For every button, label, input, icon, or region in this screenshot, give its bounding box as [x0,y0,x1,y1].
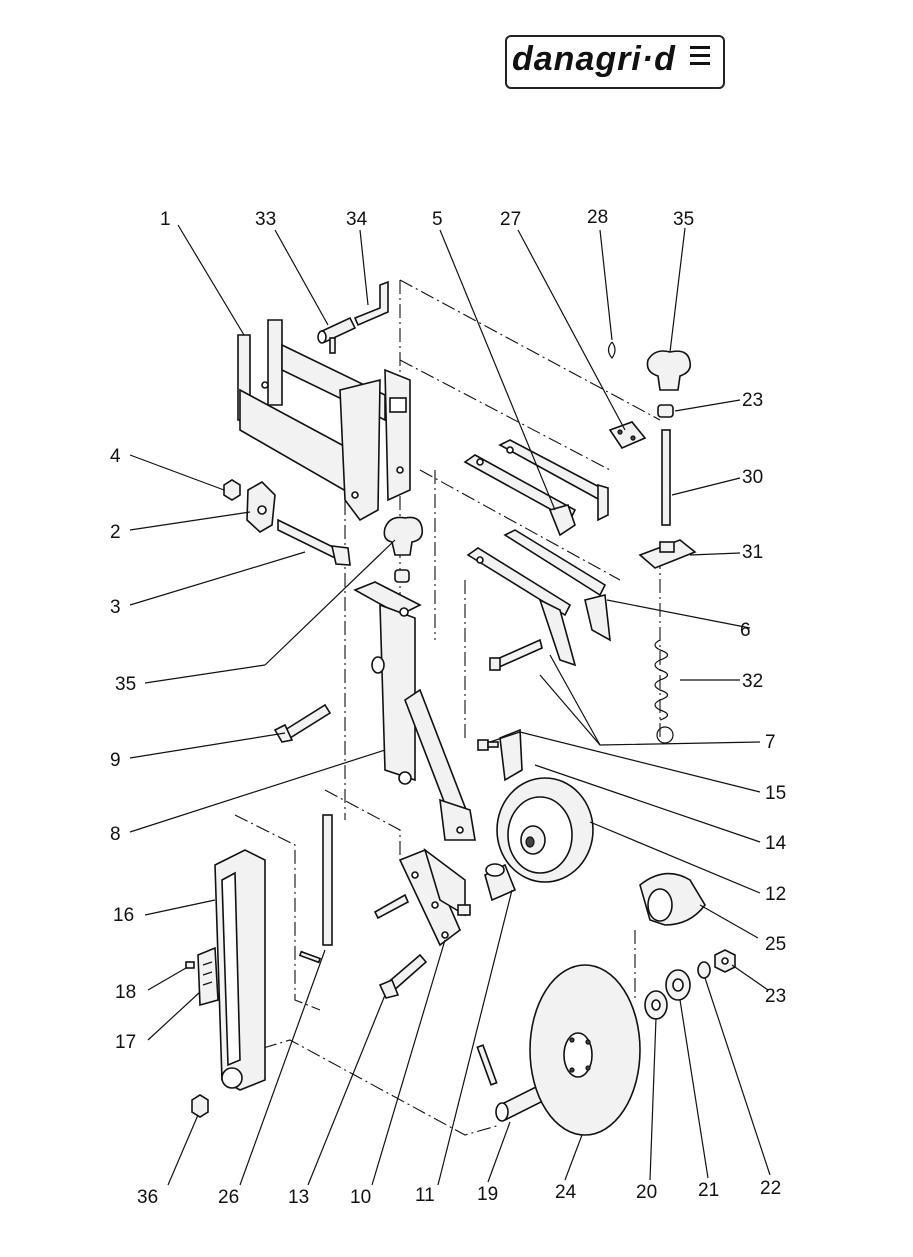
part-24-disc [529,964,641,1136]
part-7-bolt [489,638,543,671]
callout-36: 36 [137,1187,158,1208]
callout-16: 16 [113,905,134,926]
callout-31: 31 [742,542,763,563]
callout-18: 18 [115,982,136,1003]
part-26-threaded-rod [298,814,333,964]
callout-12: 12 [765,884,786,905]
callout-35b: 35 [115,674,136,695]
part-27-plate [608,421,647,450]
callout-leaders [129,224,771,1186]
part-11-bushing [484,863,517,902]
callout-17: 17 [115,1032,136,1053]
part-3-bolt [277,518,351,566]
callout-22: 22 [760,1178,781,1199]
callout-24: 24 [555,1182,577,1203]
callout-13: 13 [288,1187,309,1208]
callout-30: 30 [742,467,763,488]
brand-logo: danagri·d [512,40,676,78]
callout-labels: 1 33 34 5 27 28 35 23 4 30 2 31 3 6 35 3… [110,207,787,1208]
part-13-bolt [378,953,428,999]
callout-3: 3 [110,597,121,618]
assembly-lines [234,279,661,1136]
part-23-nut-top [657,404,674,418]
part-25-hub [639,872,706,926]
callout-32: 32 [742,671,763,692]
callout-7: 7 [765,732,776,753]
part-12-depth-wheel [496,777,594,883]
brand-logo-mark-icon [690,46,710,68]
part-32-spring [654,639,674,744]
callout-19: 19 [477,1184,498,1205]
part-34-l-pin [353,280,389,327]
part-35-knob-top [646,350,692,391]
part-2-clamp [246,481,276,533]
callout-2: 2 [110,522,121,543]
part-19-axle [476,1044,546,1122]
part-14-scraper [499,728,523,782]
part-21-bearing [665,969,691,1001]
part-36-screw [191,1094,209,1118]
part-9-bolt [273,703,332,743]
part-23-nut-bottom [714,949,736,973]
callout-5: 5 [432,209,443,230]
callout-34: 34 [346,209,368,230]
part-10-small-bolt [373,893,410,920]
part-15-bolt [477,739,499,751]
callout-4: 4 [110,446,121,467]
part-30-threaded-rod [661,429,671,526]
callout-21: 21 [698,1180,719,1201]
callout-1: 1 [160,209,171,230]
callout-20: 20 [636,1182,657,1203]
callout-8: 8 [110,824,121,845]
callout-27: 27 [500,209,521,230]
part-10-bracket [398,847,471,947]
part-5-upper-arm [463,439,609,537]
part-31-bracket [638,539,697,569]
part-35-knob-mid [383,516,424,583]
callout-14: 14 [765,833,787,854]
part-16-column [214,849,266,1091]
part-6-lower-arm [466,529,611,667]
callout-33: 33 [255,209,276,230]
callout-23: 23 [742,390,763,411]
callout-35: 35 [673,209,694,230]
part-33-pin [317,316,357,354]
part-4-nut [223,479,241,501]
callout-6: 6 [740,620,751,641]
callout-9: 9 [110,750,121,771]
part-1-frame-bracket [237,319,411,522]
callout-26: 26 [218,1187,239,1208]
callout-23b: 23 [765,986,786,1007]
callout-10: 10 [350,1187,371,1208]
callout-11: 11 [415,1185,435,1206]
part-8-main-leg [353,581,476,841]
part-17-scale-plate [197,946,219,1007]
part-28-clip [607,341,616,359]
callout-15: 15 [765,783,786,804]
brand-logo-frame [505,35,725,89]
part-18-screw [185,961,195,969]
part-22-washer [697,961,711,979]
callout-25: 25 [765,934,786,955]
callout-28: 28 [587,207,608,228]
part-20-washer [644,990,668,1020]
